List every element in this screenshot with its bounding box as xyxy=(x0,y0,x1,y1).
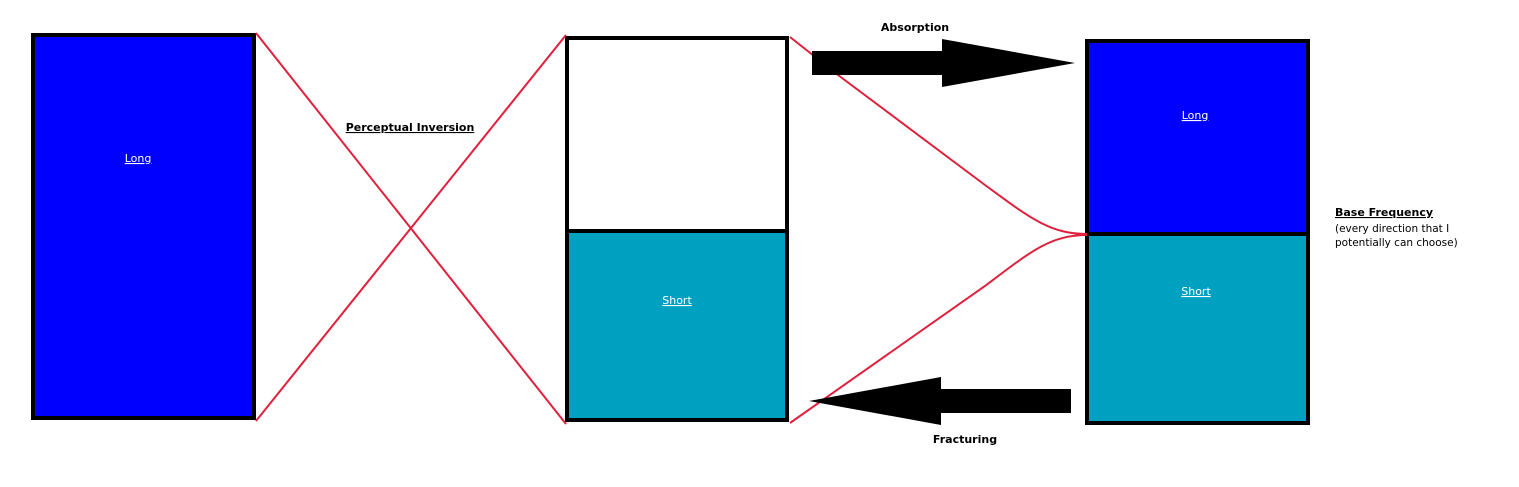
connector-curve-bottom xyxy=(789,234,1088,424)
connector-curve-top xyxy=(789,36,1088,235)
fracturing-arrow xyxy=(809,377,1071,425)
right-long-label: Long xyxy=(1182,109,1209,122)
middle-short-label: Short xyxy=(662,294,692,307)
inversion-line-up xyxy=(255,34,567,422)
base-frequency-note-line1: (every direction that I xyxy=(1335,223,1449,235)
absorption-label: Absorption xyxy=(881,21,949,34)
middle-short-box xyxy=(565,229,789,422)
left-long-box xyxy=(31,33,256,420)
right-short-label: Short xyxy=(1181,285,1211,298)
right-short-box xyxy=(1085,232,1310,425)
perceptual-inversion-label: Perceptual Inversion xyxy=(346,121,475,134)
middle-top-box xyxy=(565,36,789,233)
absorption-arrow xyxy=(812,39,1075,87)
base-frequency-note-line2: potentially can choose) xyxy=(1335,237,1458,249)
base-frequency-title: Base Frequency xyxy=(1335,206,1433,219)
fracturing-label: Fracturing xyxy=(933,433,997,446)
right-long-box xyxy=(1085,39,1310,236)
left-long-label: Long xyxy=(125,152,152,165)
